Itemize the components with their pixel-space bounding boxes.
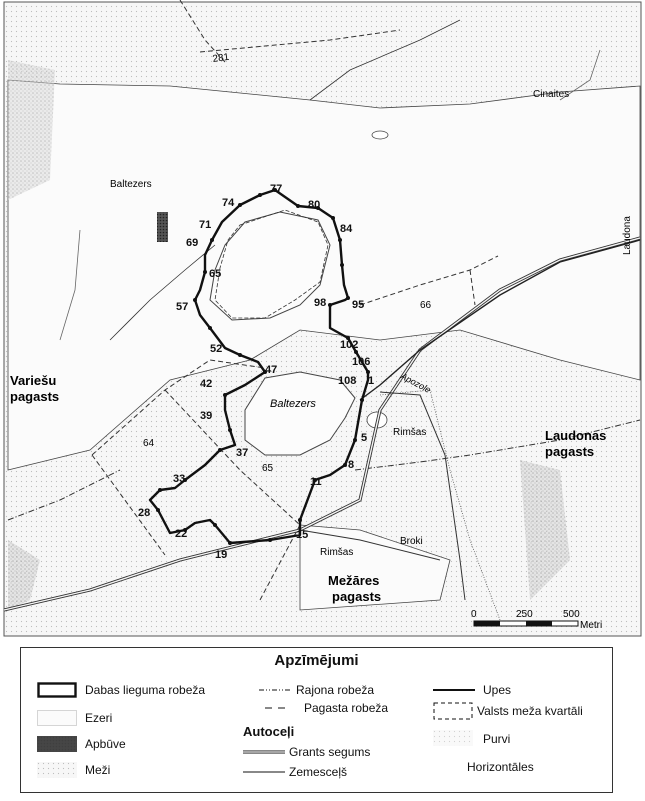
- legend-bogs: Purvi: [483, 732, 511, 746]
- bogs-swatch: [433, 730, 473, 746]
- gravel-road-swatch: [243, 750, 285, 754]
- boundary-point-labels: 77 80 74 71 84 69 65 57 98 95 52 102 106…: [138, 183, 374, 561]
- legend-title: Apzīmējumi: [274, 652, 359, 669]
- point-57: 57: [176, 301, 188, 313]
- point-65: 65: [209, 268, 221, 280]
- map-legend: Apzīmējumi Dabas lieguma robeža Ezeri Ap…: [20, 647, 613, 793]
- legend-dirt-road: Zemesceļš: [289, 765, 348, 779]
- boundary-vertices: [156, 188, 370, 545]
- point-19: 19: [215, 549, 227, 561]
- scale-tick-0: 0: [471, 609, 477, 620]
- point-98: 98: [314, 297, 326, 309]
- point-71: 71: [199, 219, 211, 231]
- legend-contours: Horizontāles: [467, 760, 534, 774]
- place-label-broki: Broki: [400, 536, 423, 547]
- forest-quarters-swatch: [433, 702, 473, 720]
- point-39: 39: [200, 410, 212, 422]
- roads: [3, 19, 641, 612]
- point-42: 42: [200, 378, 212, 390]
- forest-quarter-281: 281: [212, 52, 230, 65]
- dirt-road-swatch: [243, 771, 285, 773]
- point-52: 52: [210, 343, 222, 355]
- built-up-swatch: [37, 736, 77, 752]
- point-74: 74: [222, 197, 235, 209]
- river-laudona: [359, 239, 641, 401]
- point-33: 33: [173, 473, 185, 485]
- point-5: 5: [361, 432, 367, 444]
- point-95: 95: [352, 299, 364, 311]
- place-label-rimsas-2: Rimšas: [320, 547, 353, 558]
- reserve-boundary-swatch: [37, 682, 77, 698]
- place-label-baltezers-village: Baltezers: [110, 179, 152, 190]
- point-8: 8: [348, 459, 354, 471]
- forest-quarter-lines: [91, 0, 499, 601]
- parish-boundary-lines: [7, 419, 641, 521]
- point-106: 106: [352, 356, 370, 368]
- legend-rivers: Upes: [483, 683, 512, 697]
- district-boundary-swatch: [259, 689, 291, 691]
- inner-dashed-boundary: [214, 209, 329, 319]
- legend-lakes: Ezeri: [85, 711, 113, 725]
- forest-quarter-66: 66: [420, 300, 432, 311]
- legend-forests: Meži: [85, 763, 111, 777]
- legend-parish-boundary: Pagasta robeža: [304, 701, 389, 715]
- forest-quarter-64: 64: [143, 438, 155, 449]
- built-up-area: [157, 212, 168, 242]
- point-80: 80: [308, 199, 320, 211]
- lake-baltezers: [244, 371, 356, 456]
- legend-built-up: Apbūve: [85, 737, 126, 751]
- legend-district-boundary: Rajona robeža: [296, 683, 375, 697]
- legend-roads-header: Autoceļi: [243, 724, 295, 739]
- scale-tick-250: 250: [516, 609, 533, 620]
- open-field-south: [299, 524, 451, 611]
- point-84: 84: [340, 223, 353, 235]
- reserve-boundary: [148, 188, 370, 545]
- parish-boundary-swatch: [265, 707, 291, 709]
- point-15: 15: [296, 529, 308, 541]
- point-77: 77: [270, 183, 282, 195]
- scale-tick-500: 500: [563, 609, 580, 620]
- point-11: 11: [310, 476, 322, 488]
- bog-southwest: [8, 540, 40, 610]
- place-label-laudona-river: Laudona: [622, 216, 633, 255]
- place-label-rimsas-1: Rimšas: [393, 427, 426, 438]
- lake-north: [209, 211, 331, 321]
- bog-east: [520, 460, 570, 600]
- point-37: 37: [236, 447, 248, 459]
- place-label-baltezers-lake: Baltezers: [270, 398, 316, 410]
- point-47: 47: [265, 364, 277, 376]
- open-field-north: [7, 79, 641, 471]
- place-label-cinaites: Cinaites: [533, 89, 569, 100]
- rivers-swatch: [433, 689, 475, 691]
- forests-swatch: [37, 762, 77, 778]
- point-69: 69: [186, 237, 198, 249]
- point-1: 1: [368, 375, 374, 387]
- river-apozole: [379, 389, 501, 621]
- point-22: 22: [175, 528, 187, 540]
- bog-west: [8, 60, 55, 200]
- point-108: 108: [338, 375, 356, 387]
- lakes-swatch: [37, 710, 77, 726]
- legend-forest-quarters: Valsts meža kvartāli: [477, 704, 583, 718]
- scale-bar: 0 250 500 Metri: [471, 609, 602, 631]
- streams: [59, 49, 601, 341]
- legend-reserve-boundary: Dabas lieguma robeža: [85, 683, 206, 697]
- small-pond-1: [371, 130, 389, 140]
- scale-unit: Metri: [580, 620, 602, 631]
- forest-quarter-65: 65: [262, 463, 274, 474]
- legend-gravel-road: Grants segums: [289, 745, 371, 759]
- point-102: 102: [340, 339, 358, 351]
- point-28: 28: [138, 507, 150, 519]
